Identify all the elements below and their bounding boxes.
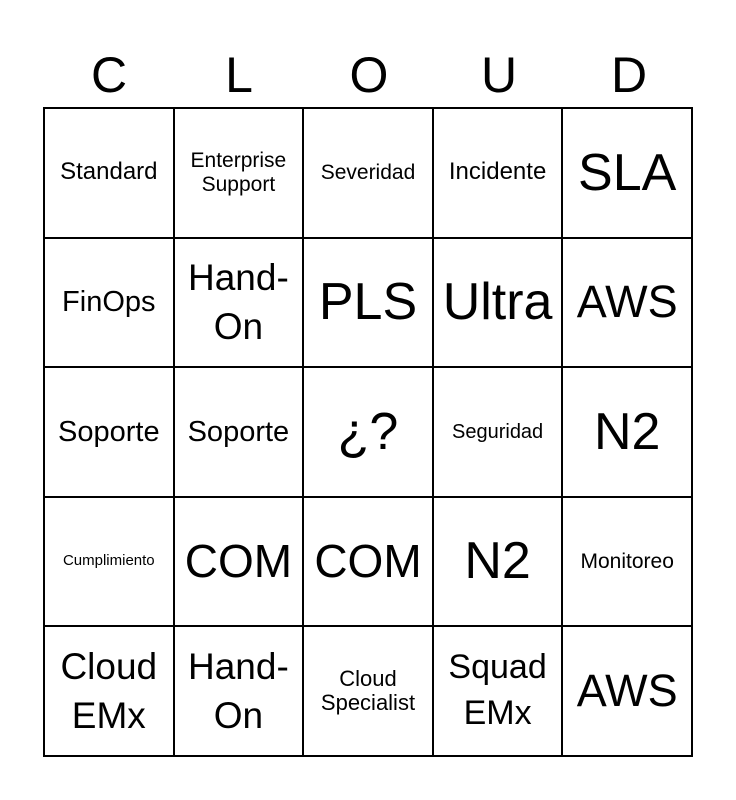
bingo-cell[interactable]: FinOps xyxy=(44,237,174,368)
bingo-header: C L O U D xyxy=(44,44,694,106)
bingo-cell[interactable]: Cumplimiento xyxy=(44,496,174,627)
free-space-cell[interactable]: ¿? xyxy=(303,367,433,497)
bingo-cell[interactable]: Ultra xyxy=(432,237,563,368)
header-letter: U xyxy=(480,47,518,103)
bingo-cell[interactable]: Seguridad xyxy=(432,367,563,497)
header-letter: L xyxy=(225,47,253,103)
bingo-cell[interactable]: Incidente xyxy=(432,108,563,238)
bingo-cell[interactable]: AWS xyxy=(562,626,692,756)
header-letter: O xyxy=(349,47,389,103)
bingo-cell[interactable]: COM xyxy=(303,496,433,627)
bingo-cell[interactable]: Monitoreo xyxy=(562,496,692,627)
bingo-cell[interactable]: AWS xyxy=(562,237,692,368)
bingo-cell[interactable]: Soporte xyxy=(173,367,304,497)
bingo-cell[interactable]: Severidad xyxy=(303,108,433,238)
bingo-cell[interactable]: N2 xyxy=(562,367,692,497)
bingo-cell[interactable]: Enterprise Support xyxy=(173,108,304,238)
header-letter: C xyxy=(90,47,128,103)
bingo-cell[interactable]: N2 xyxy=(432,496,563,627)
bingo-cell[interactable]: Hand-On xyxy=(173,237,304,368)
bingo-cell[interactable]: Hand-On xyxy=(173,626,304,756)
bingo-cell[interactable]: Cloud Specialist xyxy=(303,626,433,756)
bingo-cell[interactable]: Cloud EMx xyxy=(44,626,174,756)
bingo-cell[interactable]: Squad EMx xyxy=(432,626,563,756)
bingo-cell[interactable]: Standard xyxy=(44,108,174,238)
bingo-cell[interactable]: SLA xyxy=(562,108,692,238)
header-letter: D xyxy=(610,47,648,103)
bingo-cell[interactable]: Soporte xyxy=(44,367,174,497)
bingo-cell[interactable]: PLS xyxy=(303,237,433,368)
bingo-cell[interactable]: COM xyxy=(173,496,304,627)
bingo-grid: Standard Enterprise Support Severidad In… xyxy=(43,107,693,757)
